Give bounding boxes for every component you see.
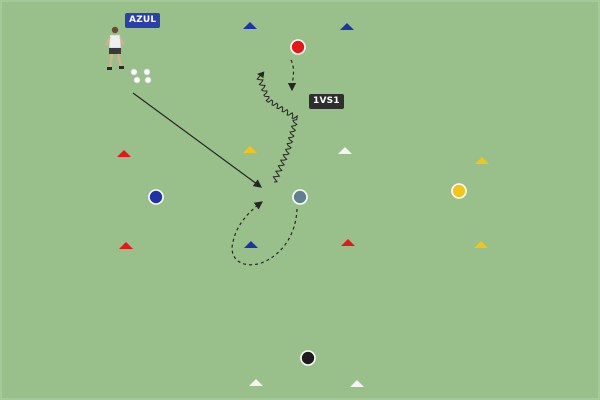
- cones: [117, 22, 489, 387]
- blue-player-marker-icon[interactable]: [148, 189, 164, 205]
- black-player-marker-icon[interactable]: [300, 350, 316, 366]
- player-figure-icon: [105, 26, 125, 70]
- yellow-player-marker-icon[interactable]: [451, 183, 467, 199]
- grey-player-marker-icon[interactable]: [292, 189, 308, 205]
- red-run-arrow: [287, 59, 297, 92]
- blue-cone-icon: [244, 241, 258, 248]
- yellow-cone-icon: [474, 241, 488, 248]
- red-player-marker-icon[interactable]: [290, 39, 306, 55]
- yellow-cone-icon: [475, 157, 489, 164]
- white-cone-icon: [338, 147, 352, 154]
- exercise-label-1vs1: 1VS1: [309, 94, 344, 109]
- team-label-azul: AZUL: [125, 13, 161, 28]
- yellow-cone-icon: [243, 146, 257, 153]
- red-cone-icon: [117, 150, 131, 157]
- red-cone-icon: [341, 239, 355, 246]
- balls-icon: [130, 68, 152, 84]
- blue-cone-icon: [243, 22, 257, 29]
- white-cone-icon: [249, 379, 263, 386]
- grey-run-arrow: [231, 201, 298, 266]
- movement-lines: [132, 59, 298, 266]
- blue-cone-icon: [340, 23, 354, 30]
- red-cone-icon: [119, 242, 133, 249]
- white-cone-icon: [350, 380, 364, 387]
- pass-arrow: [132, 92, 262, 188]
- dribble-arrow: [256, 71, 298, 183]
- players: [148, 39, 467, 366]
